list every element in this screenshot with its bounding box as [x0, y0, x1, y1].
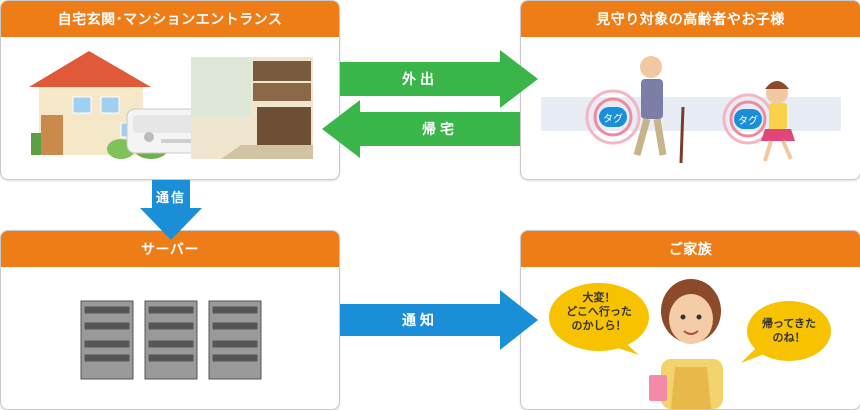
worry-bubble-line3: のかしら！ [571, 319, 627, 332]
down-arrow-icon [140, 180, 202, 240]
communication-arrow-label: 通信 [155, 190, 186, 206]
left-arrow-icon [322, 100, 520, 158]
right-arrow-icon [340, 290, 538, 350]
relief-bubble: 帰ってきた のね！ [747, 317, 831, 345]
server-panel: サーバー [0, 230, 340, 410]
communication-arrow: 通信 [140, 180, 202, 240]
server-icon [144, 300, 198, 380]
target-panel: 見守り対象の高齢者やお子様 タグ タグ [520, 0, 860, 180]
elder-tag: タグ [599, 107, 627, 127]
worry-bubble-line1: 大変！ [582, 291, 616, 304]
family-panel: ご家族 大変！ どこへ行った のかしら！ 帰ってきた のね！ [520, 230, 860, 410]
notify-arrow: 通知 [340, 290, 538, 350]
server-icon [208, 300, 262, 380]
family-illustration [549, 279, 831, 409]
notify-arrow-label: 通知 [402, 313, 438, 329]
right-arrow-icon [340, 50, 538, 108]
child-tag-label: タグ [738, 115, 758, 127]
target-illustration [541, 56, 841, 164]
target-panel-title: 見守り対象の高齢者やお子様 [521, 1, 860, 37]
child-tag: タグ [734, 109, 762, 129]
server-icons [80, 300, 262, 380]
home-panel: 自宅玄関･マンションエントランス [0, 0, 340, 180]
home-panel-title: 自宅玄関･マンションエントランス [1, 1, 339, 37]
server-icon [80, 300, 134, 380]
home-illustration [29, 51, 313, 159]
return-arrow: 帰宅 [322, 100, 520, 158]
worry-bubble: 大変！ どこへ行った のかしら！ [549, 291, 649, 333]
outing-arrow-label: 外出 [402, 72, 438, 88]
return-arrow-label: 帰宅 [422, 122, 458, 138]
elder-tag-label: タグ [603, 113, 623, 125]
family-panel-title: ご家族 [521, 231, 860, 267]
outing-arrow: 外出 [340, 50, 538, 108]
relief-bubble-line1: 帰ってきた [761, 317, 817, 330]
relief-bubble-line2: のね！ [772, 331, 806, 344]
worry-bubble-line2: どこへ行った [566, 305, 632, 318]
